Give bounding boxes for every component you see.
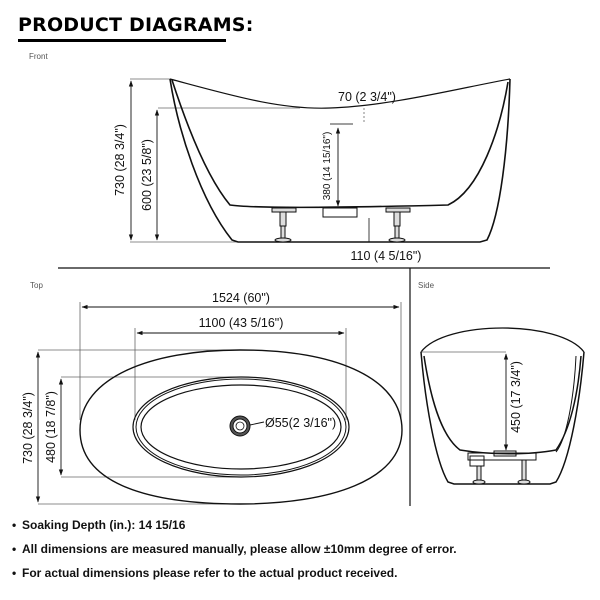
bullet-icon: • [12,542,17,556]
top-inner-length-dim: 1100 (43 5/16") [199,316,284,330]
note-item: • Soaking Depth (in.): 14 15/16 [12,518,457,542]
front-water-depth-dim: 380 (14 15/16") [322,132,333,201]
side-inner-depth-dim: 450 (17 3/4") [509,361,523,433]
note-item: • For actual dimensions please refer to t… [12,566,457,590]
bullet-icon: • [12,566,17,580]
top-drain-diameter-dim: Ø55(2 3/16") [265,416,336,430]
front-view-label: Front [29,52,48,61]
note-measurement-error: All dimensions are measured manually, pl… [22,542,457,556]
bullet-icon: • [12,518,17,532]
side-view-drawing [420,327,585,485]
front-rim-height-dim: 600 (23 5/8") [140,139,154,211]
title-underline [18,39,226,42]
note-actual-dimensions: For actual dimensions please refer to th… [22,566,398,580]
note-item: • All dimensions are measured manually, p… [12,542,457,566]
side-view-label: Side [418,281,435,290]
top-view-drawing [35,302,403,505]
notes-list: • Soaking Depth (in.): 14 15/16 • All dime… [12,518,457,590]
page-title: PRODUCT DIAGRAMS: [18,14,254,36]
front-base-clearance-dim: 110 (4 5/16") [351,249,422,263]
front-rim-dip-dim: 70 (2 3/4") [338,90,396,104]
top-view-label: Top [30,281,43,290]
front-view-drawing [128,78,511,243]
top-overall-length-dim: 1524 (60") [212,291,270,305]
top-inner-width-dim: 480 (18 7/8") [44,391,58,463]
note-soaking-depth: Soaking Depth (in.): 14 15/16 [22,518,186,532]
front-overall-height-dim: 730 (28 3/4") [113,124,127,196]
top-overall-width-dim: 730 (28 3/4") [21,392,35,464]
